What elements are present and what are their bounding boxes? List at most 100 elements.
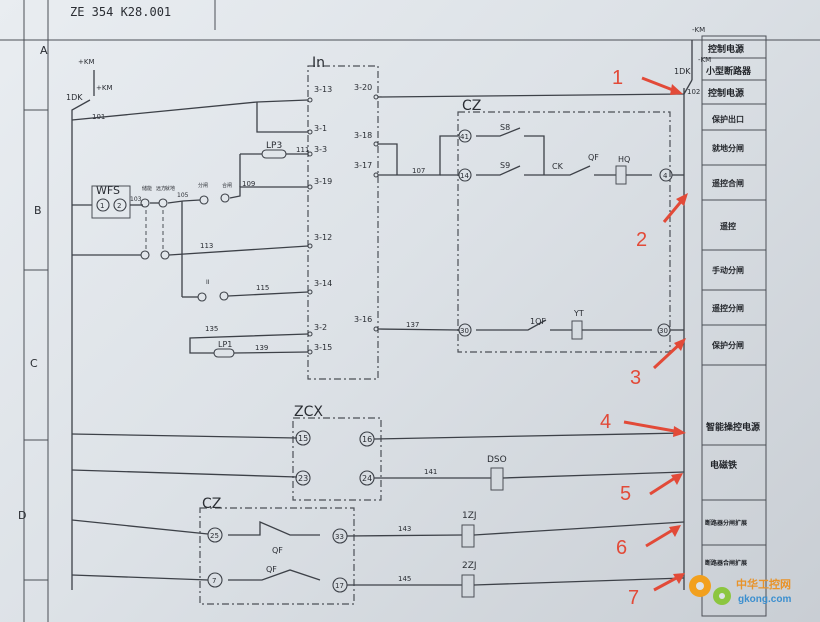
- cz-pin: [458, 323, 472, 337]
- svg-text:7: 7: [212, 577, 216, 585]
- zcx-label: ZCX: [294, 404, 323, 420]
- qf-contact: [228, 521, 320, 536]
- terminal-label: 3-13: [314, 85, 332, 94]
- svg-text:14: 14: [460, 172, 469, 180]
- svg-text:4: 4: [663, 172, 668, 180]
- lp1-label: LP1: [218, 340, 232, 349]
- gkong-watermark: 中华工控网 gkong.com: [689, 575, 791, 605]
- drawing-number: ZE 354 K28.001: [70, 5, 171, 19]
- table-cell: 断路器分闸扩展: [705, 519, 747, 527]
- yt-label: YT: [573, 309, 584, 318]
- top-left-switch: 1DK: [66, 93, 83, 102]
- cz-top-label: CZ: [462, 98, 481, 114]
- right-function-table: 控制电源 小型断路器 控制电源 保护出口 就地分闸 遥控合闸 遥控 手动分闸 遥…: [701, 35, 767, 617]
- terminal-label: 3-3: [314, 145, 327, 154]
- wfs-label: WFS: [96, 184, 120, 197]
- svg-text:合闸: 合闸: [222, 182, 232, 189]
- svg-text:33: 33: [335, 533, 344, 541]
- wire-label: 111: [296, 146, 309, 154]
- row-marker-a: A: [40, 44, 48, 57]
- svg-text:24: 24: [362, 474, 372, 483]
- wire-label: 137: [406, 321, 419, 329]
- wire-label: 139: [255, 344, 268, 352]
- table-cell: 遥控合闸: [712, 178, 744, 188]
- table-cell: 手动分闸: [712, 265, 744, 275]
- svg-text:23: 23: [298, 474, 308, 483]
- annotation-4: 4: [600, 411, 611, 433]
- terminal-label: 3-2: [314, 323, 327, 332]
- svg-text:16: 16: [362, 435, 372, 444]
- dso-coil: [490, 467, 504, 491]
- cz-pin: [458, 129, 472, 143]
- svg-text:QF: QF: [266, 565, 277, 574]
- s8-switch: [476, 127, 521, 137]
- table-cell: 智能操控电源: [706, 421, 760, 433]
- wire-102: 102: [687, 88, 700, 96]
- watermark-cn: 中华工控网: [736, 577, 791, 591]
- zj1-coil: [461, 524, 475, 548]
- table-cell: 控制电源: [708, 43, 744, 55]
- table-cell: 断路器合闸扩展: [705, 559, 747, 567]
- zj1-label: 1ZJ: [462, 511, 477, 521]
- lp1-connector: [213, 348, 235, 358]
- hq-label: HQ: [618, 155, 630, 164]
- zj2-label: 2ZJ: [462, 561, 477, 571]
- row-marker-c: C: [30, 357, 38, 370]
- hq-coil: [615, 165, 627, 185]
- annotation-arrows: [623, 76, 688, 592]
- svg-text:QF: QF: [272, 546, 283, 555]
- svg-text:41: 41: [460, 133, 469, 141]
- terminal-label: 3-1: [314, 124, 327, 133]
- annotation-2: 2: [636, 229, 647, 251]
- terminal-label: 3-18: [354, 131, 372, 140]
- terminal-label: 3-20: [354, 83, 372, 92]
- qf1-label: 1QF: [530, 317, 546, 326]
- table-cell: 遥控分闸: [712, 303, 744, 313]
- terminal-label: 3-14: [314, 279, 332, 288]
- top-left-plus: +KM: [78, 58, 95, 66]
- top-right-plus: -KM: [692, 26, 705, 34]
- table-cell: 控制电源: [708, 87, 744, 99]
- dso-label: DSO: [487, 455, 507, 465]
- watermark-url: gkong.com: [738, 594, 791, 605]
- terminal-label: 3-19: [314, 177, 332, 186]
- row-marker-d: D: [18, 509, 26, 522]
- wire: [71, 99, 309, 121]
- svg-text:30: 30: [460, 327, 469, 335]
- svg-text:15: 15: [298, 434, 308, 443]
- annotation-3: 3: [630, 367, 641, 389]
- wire: [256, 102, 308, 133]
- in-block-label: In: [312, 55, 325, 71]
- lp3-label: LP3: [266, 141, 282, 151]
- annotation-6: 6: [616, 537, 627, 559]
- wire-label: 105: [177, 192, 189, 199]
- ck-label: CK: [552, 162, 564, 171]
- svg-text:2: 2: [117, 202, 121, 210]
- zj2-coil: [461, 574, 475, 598]
- row-marker-b: B: [34, 204, 42, 217]
- svg-text:分闸: 分闸: [198, 182, 208, 189]
- qf-contact: [228, 569, 321, 581]
- table-cell: 保护出口: [711, 114, 744, 124]
- zcx-pin: [295, 430, 311, 446]
- annotation-1: 1: [612, 67, 623, 89]
- terminal-label: 3-12: [314, 233, 332, 242]
- wire-label: 145: [398, 575, 411, 583]
- cz-top-block: [457, 111, 671, 353]
- svg-text:II: II: [206, 279, 210, 286]
- wire: [377, 93, 685, 98]
- terminal-label: 3-16: [354, 315, 372, 324]
- table-cell: 小型断路器: [705, 65, 752, 77]
- wire-label: 141: [424, 468, 437, 476]
- annotation-5: 5: [620, 483, 631, 505]
- svg-text:25: 25: [210, 532, 219, 540]
- s9-switch: [476, 165, 521, 176]
- top-right-switch: 1DK: [674, 67, 691, 76]
- zcx-block: [292, 417, 382, 501]
- terminal-label: 3-15: [314, 343, 332, 352]
- svg-text:储能: 储能: [142, 185, 152, 192]
- cz2-pin: [207, 527, 223, 543]
- cz-bottom-block: [199, 507, 355, 605]
- in-block: [307, 65, 379, 380]
